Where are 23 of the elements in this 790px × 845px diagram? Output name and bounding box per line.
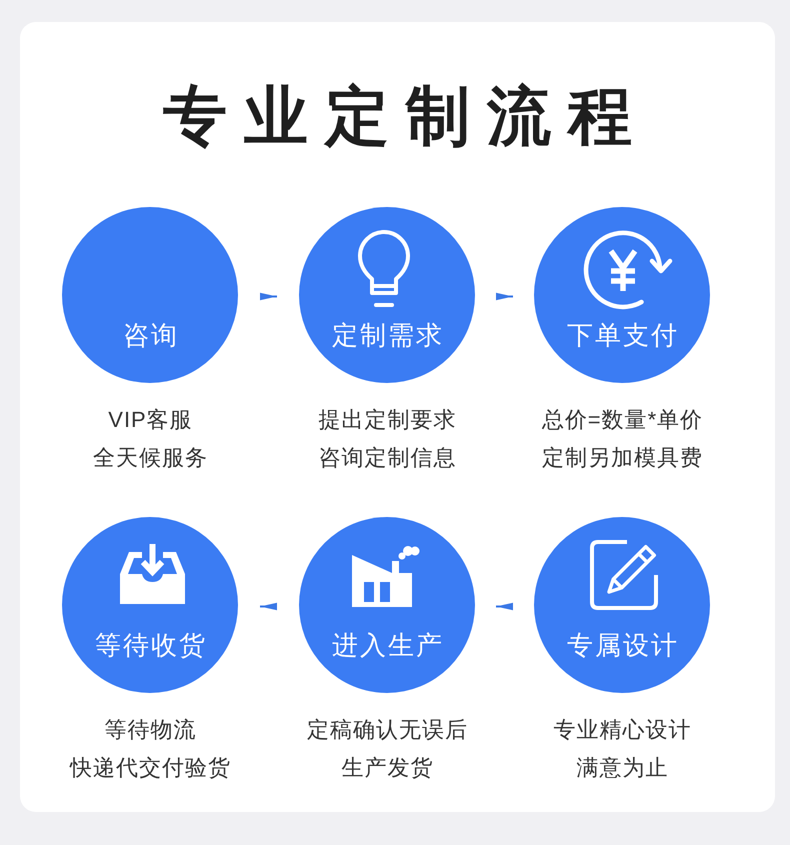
step-description: 等待物流	[104, 716, 196, 744]
step-description: 全天候服务	[92, 444, 208, 472]
step-label: 专属设计	[566, 629, 679, 661]
arrow	[260, 602, 277, 610]
arrow	[496, 292, 513, 300]
step-description: 总价=数量*单价	[540, 406, 704, 434]
step-label: 定制需求	[331, 319, 444, 351]
step-description: 生产发货	[340, 754, 434, 782]
step-label: 等待收货	[94, 629, 207, 661]
step-label: 下单支付	[566, 319, 679, 351]
arrow	[496, 602, 513, 610]
step-description: 满意为止	[576, 754, 668, 782]
arrow	[260, 292, 277, 300]
title: 专业定制流程	[162, 79, 649, 154]
step-label: 进入生产	[331, 629, 444, 661]
step-description: 定制另加模具费	[541, 444, 703, 472]
step-description: 咨询定制信息	[318, 444, 456, 472]
step-description: 提出定制要求	[318, 406, 456, 434]
step-label: 咨询	[122, 319, 179, 351]
step-description: 专业精心设计	[552, 716, 692, 744]
step-description: 定稿确认无误后	[306, 716, 468, 744]
step-description: VIP客服	[107, 406, 193, 434]
step-description: 快递代交付验货	[69, 754, 231, 782]
